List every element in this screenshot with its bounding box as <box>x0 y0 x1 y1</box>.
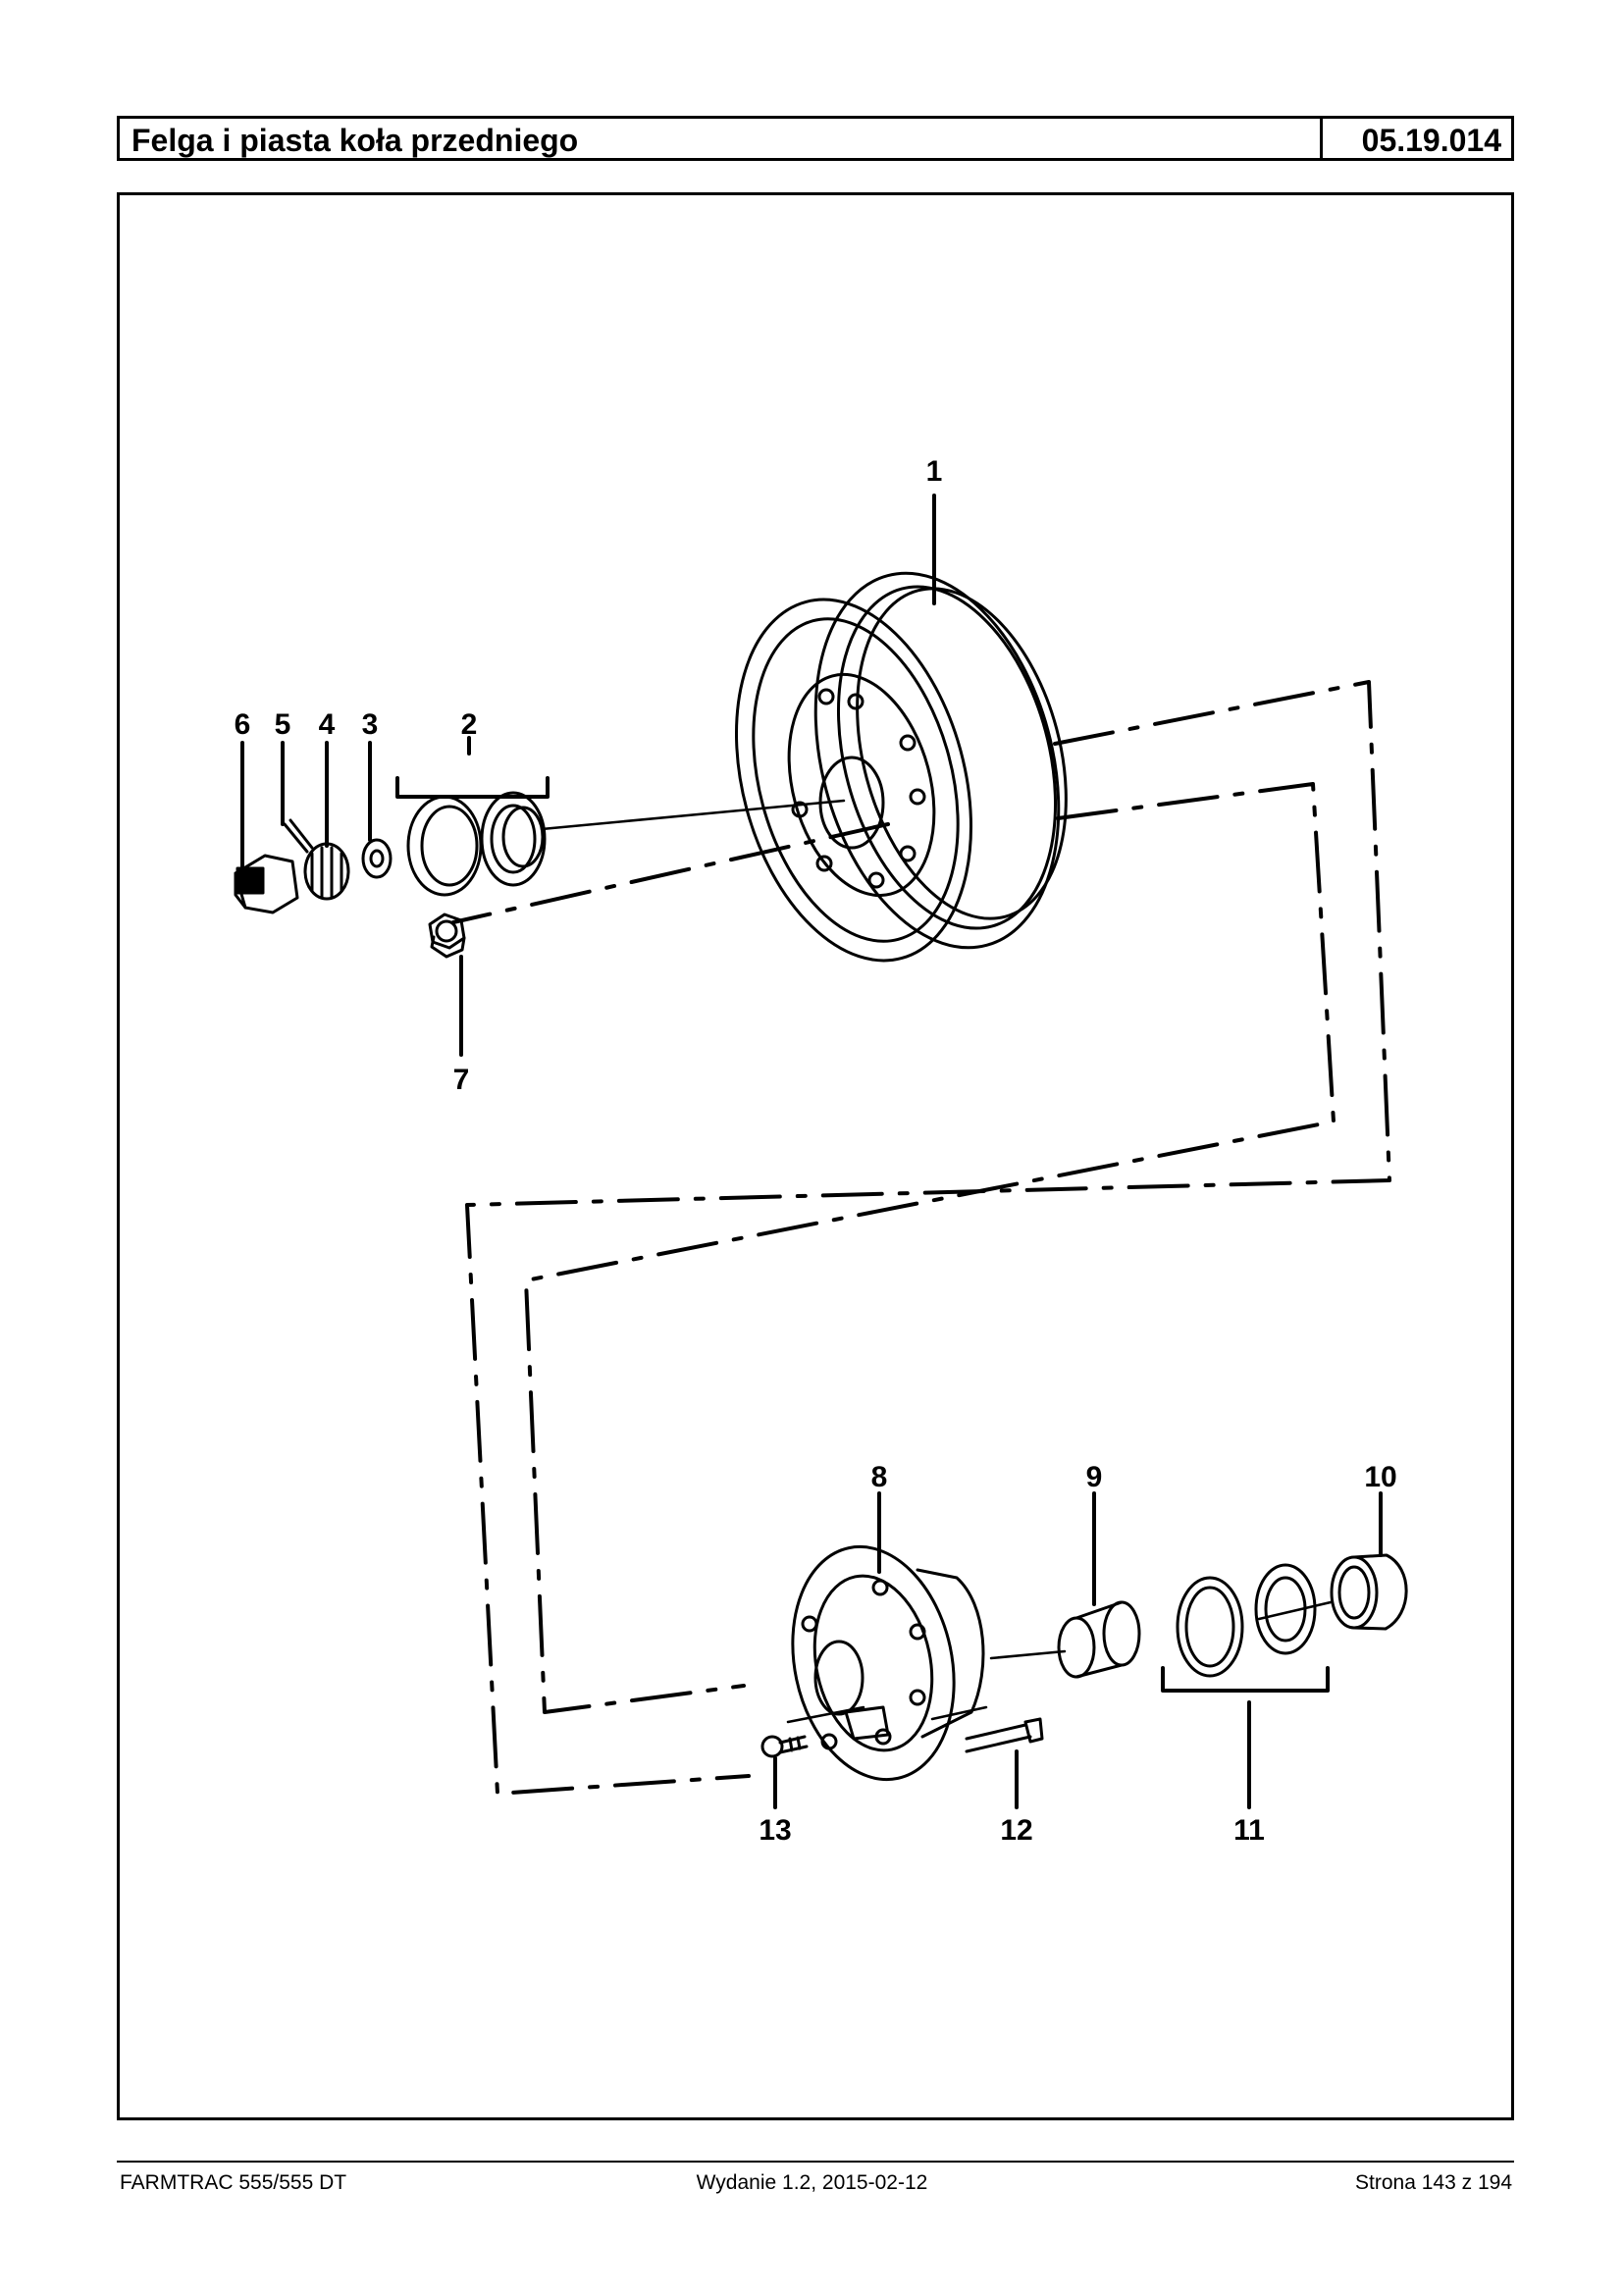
inner-bearing <box>1176 1563 1317 1678</box>
wheel-rim <box>734 571 1068 963</box>
callout-8: 8 <box>871 1461 888 1493</box>
castle-nut <box>303 842 350 901</box>
callout-12: 12 <box>1000 1814 1032 1847</box>
grease-nipple <box>760 1735 809 1758</box>
footer-model: FARMTRAC 555/555 DT <box>120 2171 347 2194</box>
page-title: Felga i piasta koła przedniego <box>131 123 579 158</box>
callout-4: 4 <box>319 708 336 741</box>
bearing <box>406 791 547 897</box>
split-pin <box>283 818 314 854</box>
wheel-stud <box>965 1717 1044 1753</box>
page-header: Felga i piasta koła przedniego 05.19.014 <box>117 116 1514 161</box>
wheel-nut <box>428 913 466 959</box>
callout-7: 7 <box>453 1064 470 1096</box>
callout-numbers: 1 2 3 4 5 6 7 8 9 10 11 12 13 <box>235 455 1397 1847</box>
guide-lines <box>451 680 1391 1796</box>
leader-lines <box>240 494 1383 1809</box>
hub-cap <box>234 854 299 914</box>
footer-rule <box>117 2161 1514 2163</box>
header-divider <box>1320 119 1323 158</box>
callout-2: 2 <box>461 708 478 741</box>
spacer-sleeve <box>1057 1600 1141 1679</box>
callout-5: 5 <box>275 708 291 741</box>
section-code: 05.19.014 <box>1361 123 1501 158</box>
callout-6: 6 <box>235 708 251 741</box>
footer-page-number: Strona 143 z 194 <box>1355 2171 1512 2194</box>
bearing-cup <box>1330 1553 1408 1631</box>
axis-lines <box>540 799 1333 1724</box>
callout-9: 9 <box>1086 1461 1103 1493</box>
callout-1: 1 <box>926 455 943 488</box>
footer-edition: Wydanie 1.2, 2015-02-12 <box>696 2171 928 2194</box>
callout-3: 3 <box>362 708 379 741</box>
diagram-frame <box>117 192 1514 2120</box>
callout-11: 11 <box>1233 1814 1265 1847</box>
wheel-hub <box>791 1544 985 1782</box>
washer <box>361 838 393 879</box>
callout-10: 10 <box>1364 1461 1396 1493</box>
callout-13: 13 <box>759 1814 791 1847</box>
